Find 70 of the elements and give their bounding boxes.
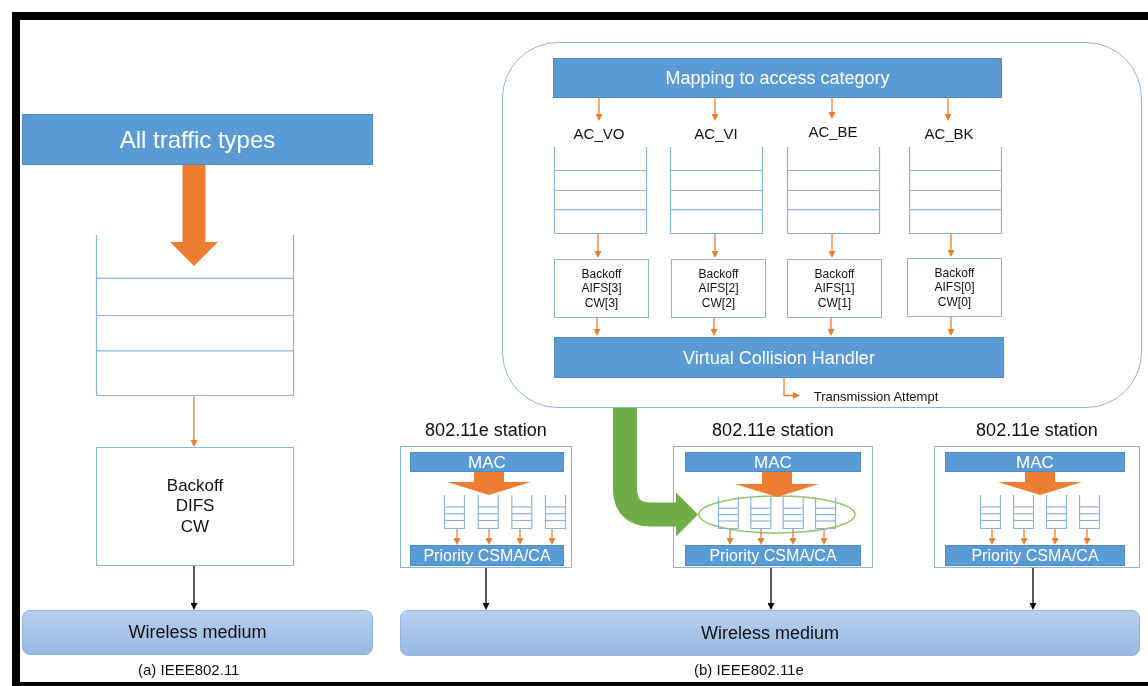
arrow <box>944 96 952 121</box>
arrow <box>988 528 996 545</box>
queue-drawing <box>96 235 294 396</box>
arrow <box>710 316 718 336</box>
queue-drawing <box>787 147 880 234</box>
block-arrow <box>447 472 531 495</box>
access-category-label: AC_BE <box>793 120 873 142</box>
block-arrow <box>170 165 218 266</box>
mac-bar: MAC <box>410 452 564 472</box>
arrow <box>1029 567 1037 610</box>
arrow <box>827 316 835 336</box>
arrow <box>947 315 955 336</box>
queue-group-drawing <box>444 495 566 529</box>
mac-bar: MAC <box>945 452 1125 472</box>
arrow <box>1083 528 1091 545</box>
block-arrow <box>735 472 819 497</box>
access-category-label: AC_VO <box>559 122 639 144</box>
station-heading: 802.11e station <box>711 420 835 441</box>
arrow <box>711 232 719 258</box>
queue-drawing <box>554 147 647 234</box>
mapping-bar: Mapping to access category <box>553 58 1002 98</box>
arrow <box>453 528 461 545</box>
edca-panel <box>502 42 1142 408</box>
backoff-box: Backoff AIFS[1] CW[1] <box>787 259 882 318</box>
arrow <box>757 528 765 545</box>
csma-bar: Priority CSMA/CA <box>410 545 564 566</box>
arrow <box>820 528 828 545</box>
station-heading: 802.11e station <box>424 420 548 441</box>
station-heading: 802.11e station <box>975 420 1099 441</box>
highlight-ellipse <box>698 495 856 534</box>
queue-drawing <box>909 147 1002 234</box>
arrow <box>516 528 524 545</box>
backoff-box: Backoff AIFS[2] CW[2] <box>671 259 766 318</box>
arrow <box>783 376 800 399</box>
arrow <box>789 528 797 545</box>
block-arrow <box>998 472 1082 495</box>
arrow <box>1020 528 1028 545</box>
collision-handler-bar: Virtual Collision Handler <box>554 337 1004 378</box>
backoff-box: Backoff AIFS[0] CW[0] <box>907 258 1002 317</box>
arrow <box>726 528 734 545</box>
arrow <box>828 232 836 258</box>
arrow <box>594 232 602 258</box>
wireless-medium-bar: Wireless medium <box>400 610 1140 656</box>
arrow <box>947 232 955 257</box>
traffic-types-bar: All traffic types <box>22 114 373 165</box>
access-category-label: AC_VI <box>676 122 756 144</box>
wireless-medium-bar: Wireless medium <box>22 610 373 655</box>
mac-bar: MAC <box>685 452 861 472</box>
backoff-box: Backoff AIFS[3] CW[3] <box>554 259 649 318</box>
csma-bar: Priority CSMA/CA <box>945 545 1125 566</box>
arrow <box>1051 528 1059 545</box>
arrow <box>190 395 198 447</box>
caption: (b) IEEE802.11e <box>694 661 804 678</box>
arrow <box>190 565 198 610</box>
transmission-attempt-label: Transmission Attempt <box>801 389 951 404</box>
arrow <box>767 567 775 610</box>
queue-group-drawing <box>718 497 836 529</box>
csma-bar: Priority CSMA/CA <box>685 545 861 566</box>
queue-drawing <box>670 147 763 234</box>
access-category-label: AC_BK <box>909 122 989 144</box>
caption: (a) IEEE802.11 <box>138 661 240 678</box>
arrow <box>548 528 556 545</box>
arrow <box>593 316 601 336</box>
arrow <box>828 96 836 119</box>
arrow <box>482 567 490 610</box>
backoff-box: Backoff DIFS CW <box>96 447 294 566</box>
arrow <box>711 96 719 121</box>
queue-group-drawing <box>980 495 1100 529</box>
arrow <box>595 96 603 121</box>
arrow <box>485 528 493 545</box>
